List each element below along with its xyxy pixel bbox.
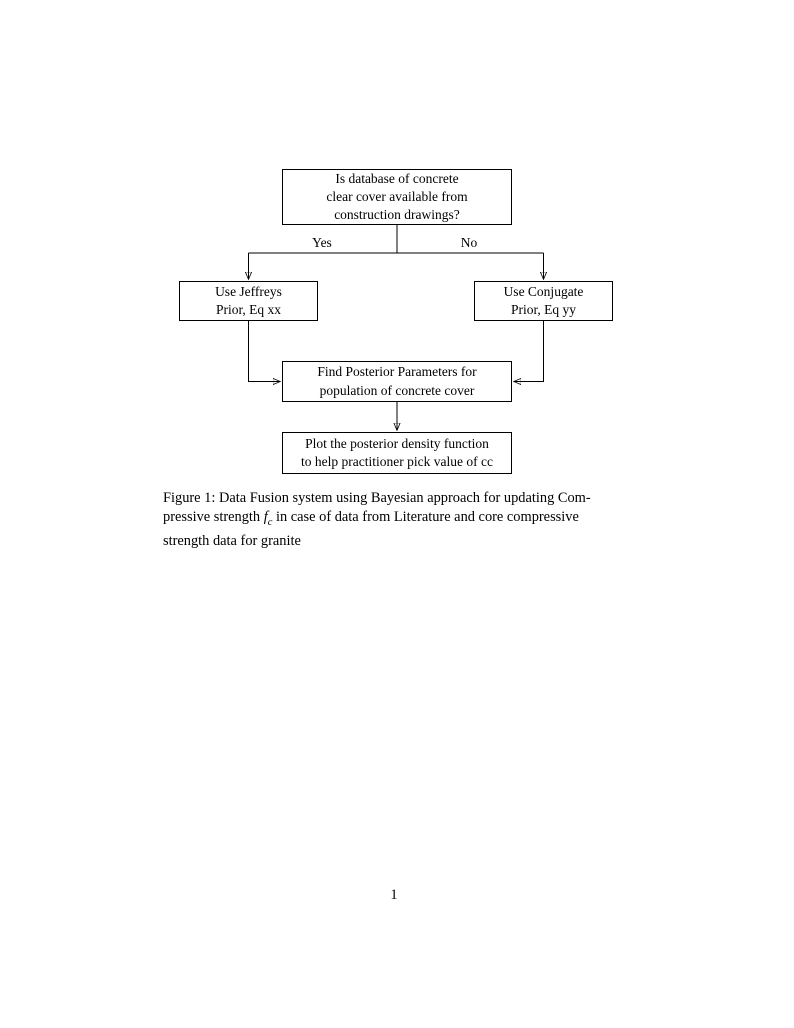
caption-line-1: Figure 1: Data Fusion system using Bayes… bbox=[163, 490, 591, 506]
caption-line-2-text-post: in case of data from Literature and core… bbox=[272, 509, 579, 526]
edge-conjugate-to-posterior bbox=[514, 321, 544, 382]
caption-math-fc-subscript: c bbox=[267, 517, 273, 529]
page-number: 1 bbox=[390, 887, 398, 903]
figure-caption: Figure 1: Data Fusion system using Bayes… bbox=[163, 489, 633, 552]
edge-jeffreys-to-posterior bbox=[248, 321, 281, 382]
flowchart-node-conjugate-prior: Use Conjugate Prior, Eq yy bbox=[474, 281, 613, 321]
caption-line-2: pressive strength fc in case of data fro… bbox=[163, 508, 633, 532]
edge-label-no: No bbox=[460, 235, 478, 250]
caption-line-3: strength data for granite bbox=[163, 533, 301, 550]
flowchart-node-posterior-parameters: Find Posterior Parameters for population… bbox=[282, 361, 512, 402]
flowchart-node-jeffreys-prior: Use Jeffreys Prior, Eq xx bbox=[179, 281, 318, 321]
edge-label-yes: Yes bbox=[312, 235, 332, 250]
caption-line-2-text-pre: pressive strength bbox=[163, 509, 264, 526]
caption-math-fc-variable: f bbox=[263, 509, 268, 526]
flowchart-node-question: Is database of concrete clear cover avai… bbox=[282, 169, 512, 225]
flowchart-node-plot-density: Plot the posterior density function to h… bbox=[282, 432, 512, 474]
